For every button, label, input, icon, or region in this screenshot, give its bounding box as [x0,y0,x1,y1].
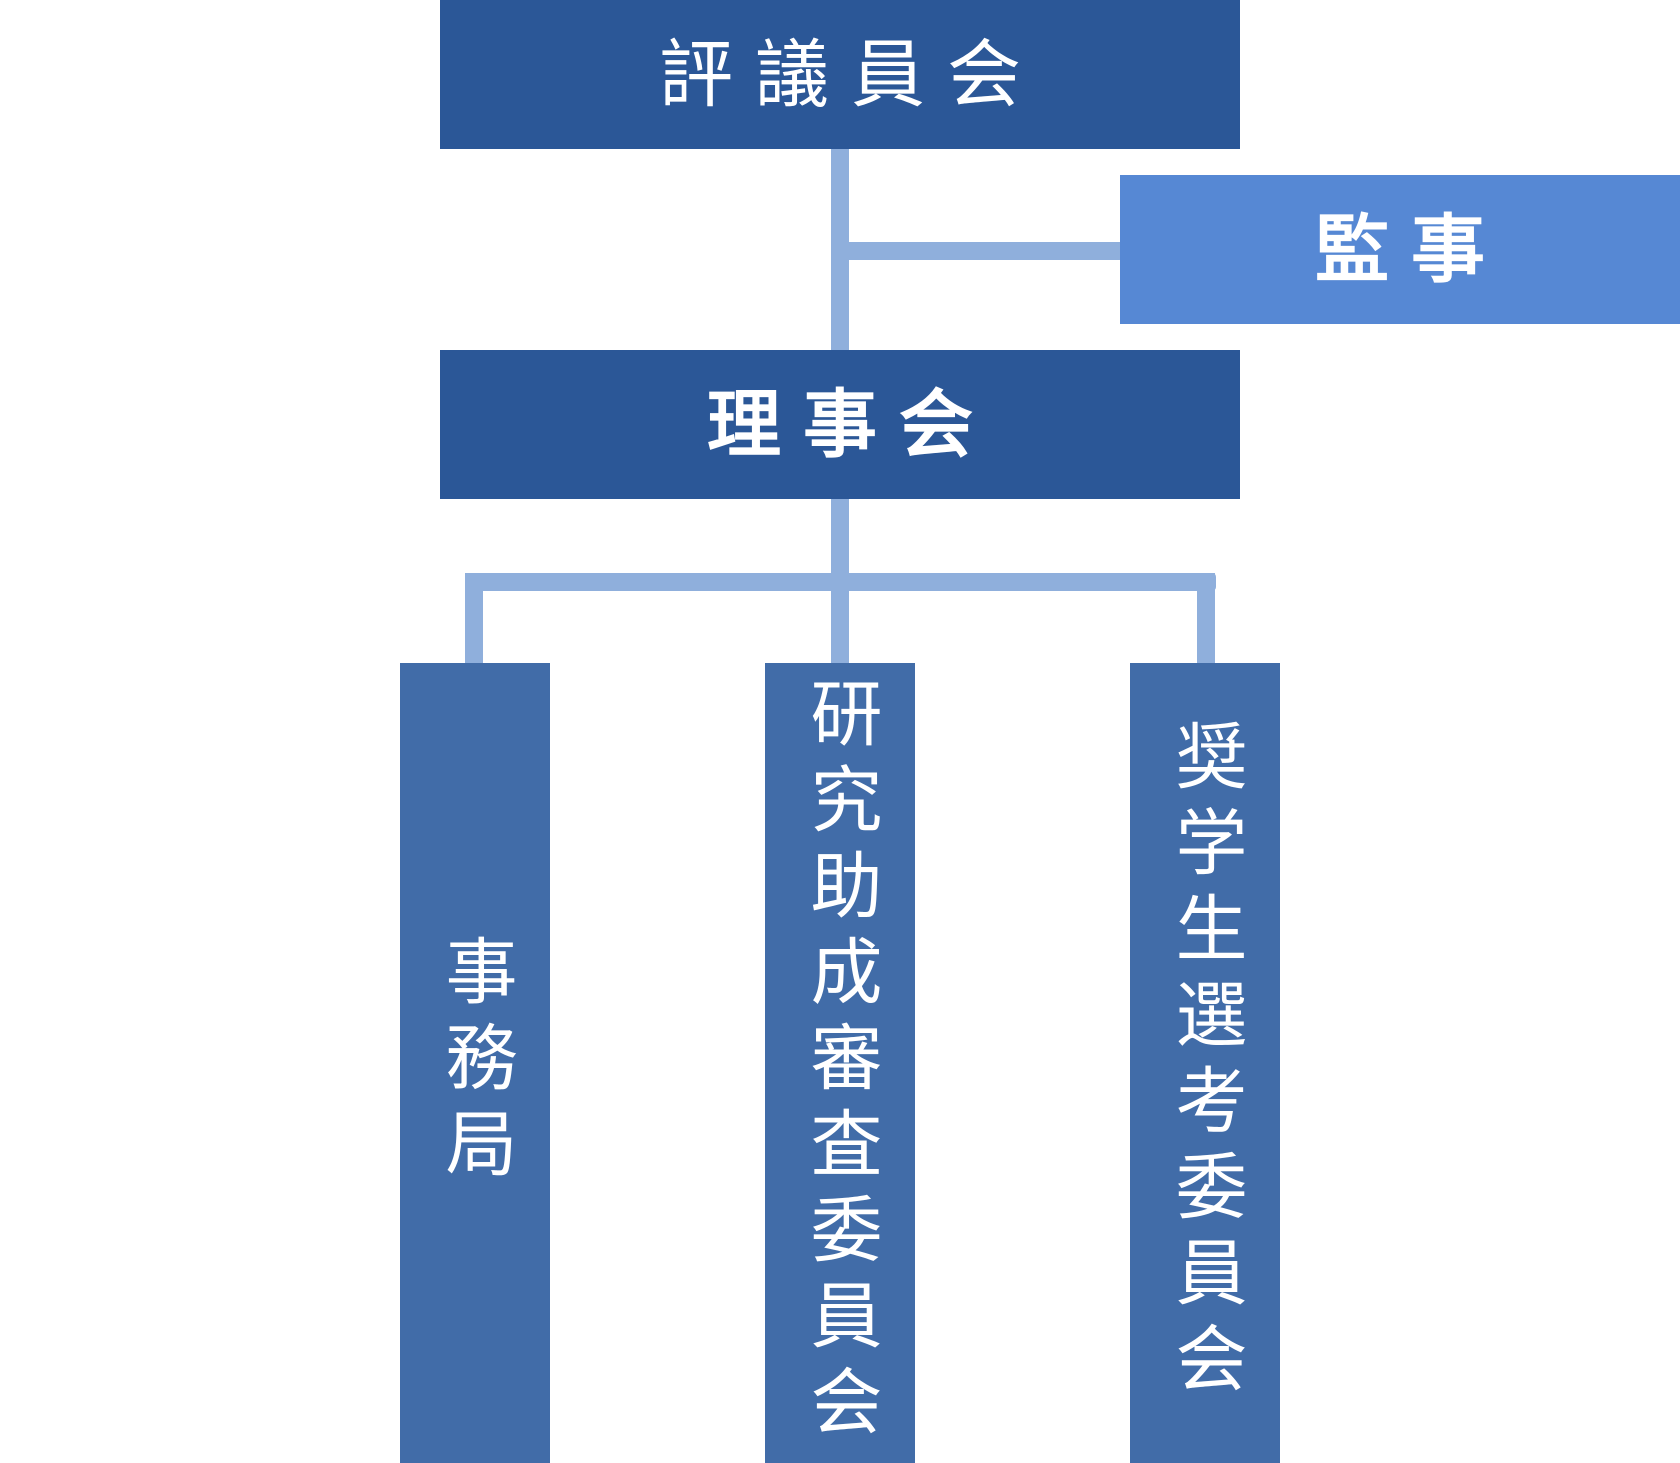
connector-to-auditor [849,242,1120,260]
connector-left-drop [465,573,483,663]
connector-center-drop [831,573,849,663]
auditor-box: 監事 [1120,175,1680,324]
scholarship-committee-label: 奨学生選考委員会 [1163,719,1247,1407]
council-label: 評議員会 [659,31,1043,118]
board-box: 理事会 [440,350,1240,499]
secretariat-box: 事務局 [400,663,550,1463]
connector-top-to-board [831,149,849,350]
auditor-label: 監事 [1315,206,1507,293]
council-box: 評議員会 [440,0,1240,149]
connector-board-down [831,499,849,580]
connector-right-drop [1197,573,1215,663]
secretariat-label: 事務局 [433,934,517,1192]
board-label: 理事会 [707,381,995,468]
research-grant-committee-box: 研究助成審査委員会 [765,663,915,1463]
scholarship-committee-box: 奨学生選考委員会 [1130,663,1280,1463]
research-grant-committee-label: 研究助成審査委員会 [798,676,882,1450]
